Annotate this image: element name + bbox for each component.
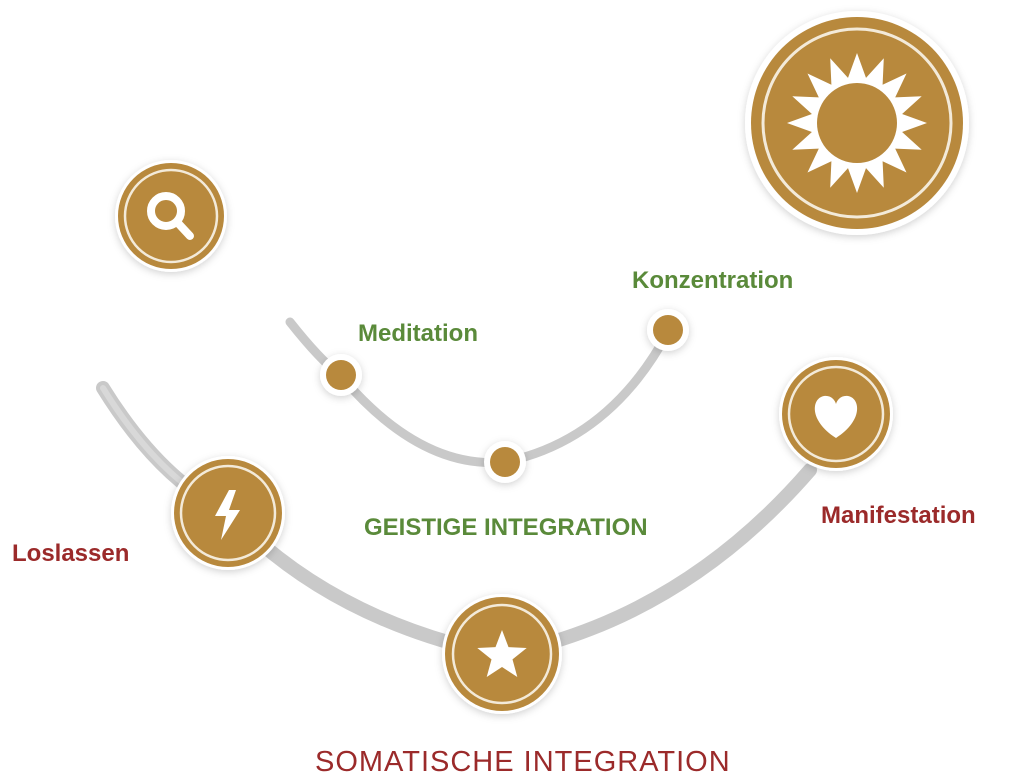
star-medallion bbox=[442, 594, 562, 714]
label-manifestation: Manifestation bbox=[821, 502, 976, 529]
lightning-medallion bbox=[171, 456, 285, 570]
sun-medallion bbox=[745, 11, 969, 235]
sun-icon bbox=[787, 53, 927, 193]
heart-medallion bbox=[779, 357, 893, 471]
heart-icon bbox=[814, 395, 858, 438]
label-meditation: Meditation bbox=[358, 320, 478, 347]
konzentration-dot bbox=[647, 309, 689, 351]
label-loslassen: Loslassen bbox=[12, 540, 130, 567]
label-somatische-integration: SOMATISCHE INTEGRATION bbox=[315, 746, 731, 778]
lightning-icon bbox=[215, 490, 240, 540]
meditation-dot bbox=[320, 354, 362, 396]
magnifier-medallion bbox=[115, 160, 227, 272]
star-icon bbox=[477, 630, 527, 677]
center-dot bbox=[484, 441, 526, 483]
label-konzentration: Konzentration bbox=[632, 267, 794, 294]
label-geistige-integration: GEISTIGE INTEGRATION bbox=[364, 514, 648, 541]
magnifier-icon bbox=[147, 192, 194, 240]
